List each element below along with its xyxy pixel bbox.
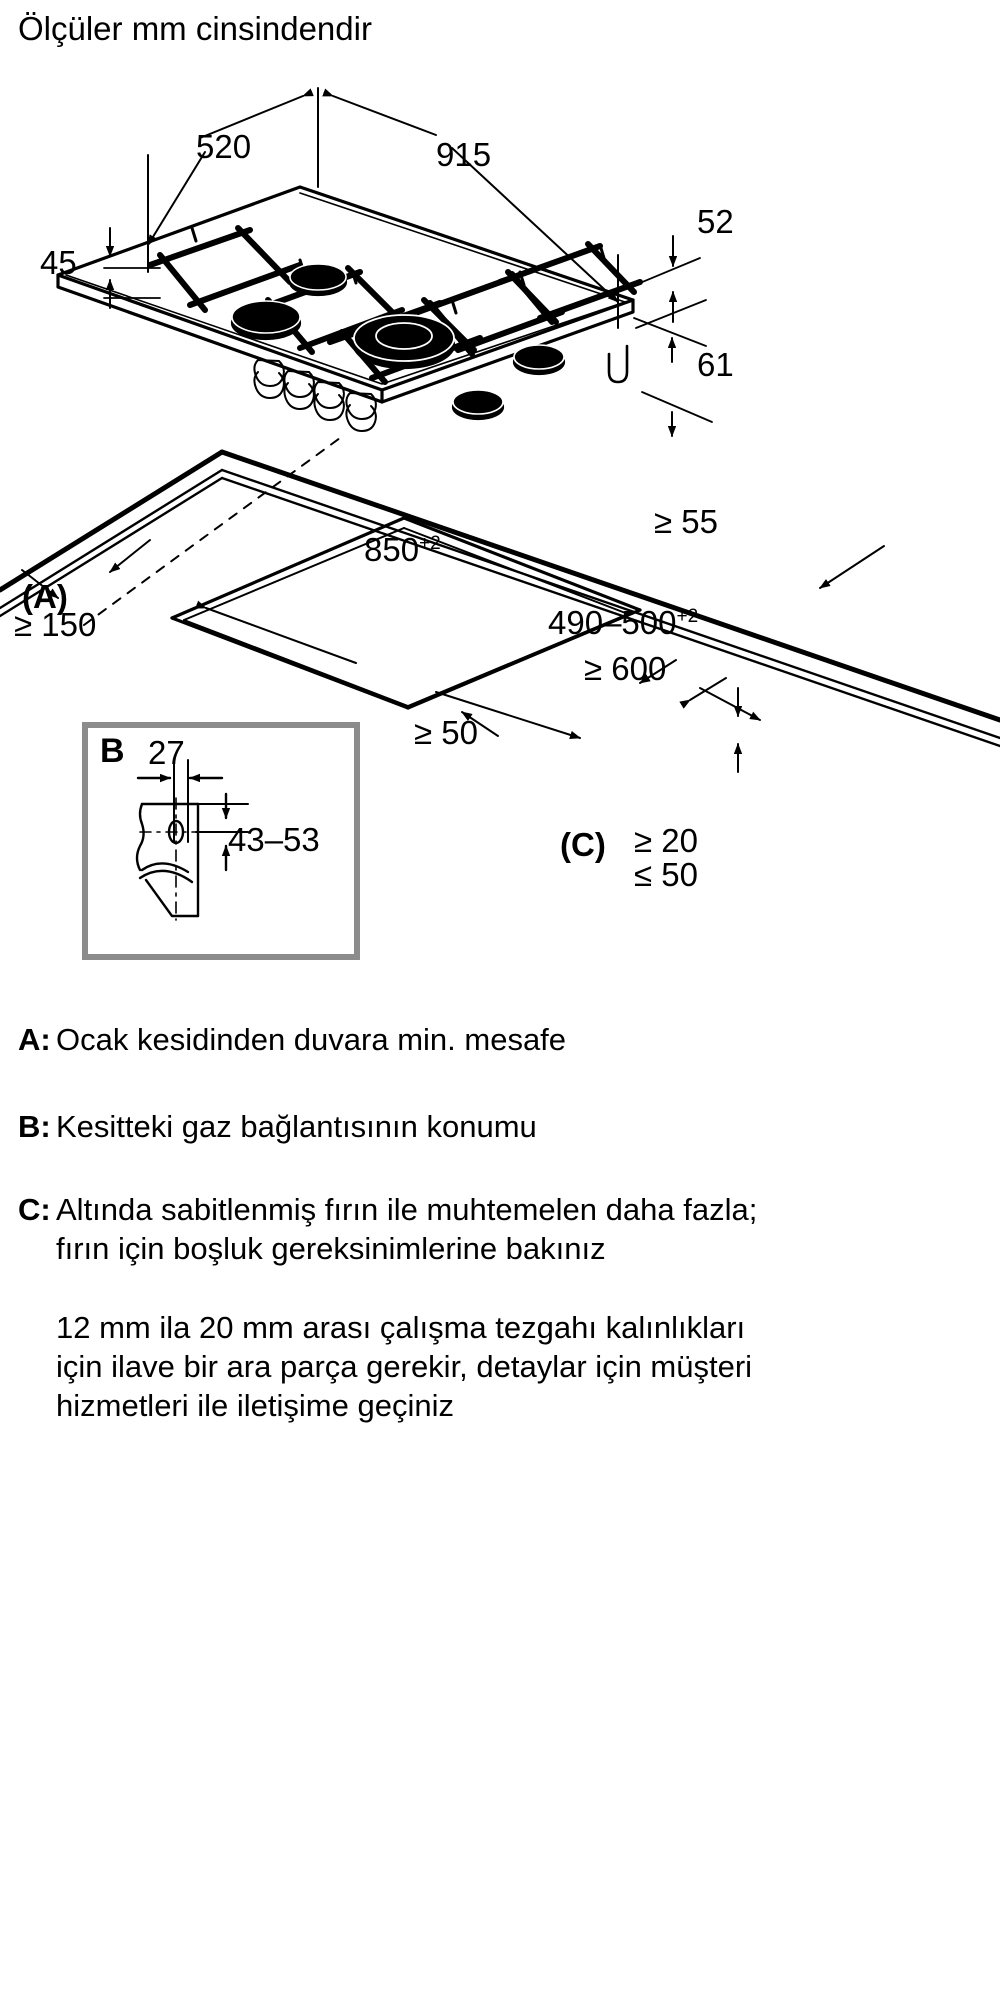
dimension-cabinet-min-600: ≥ 600 [584, 650, 667, 687]
legend-block: A: Ocak kesidinden duvara min. mesafe B:… [18, 1020, 978, 1425]
callout-label-c: (C) [560, 826, 606, 863]
dimension-b-vertical-43-53: 43–53 [228, 821, 320, 858]
legend-text-b: Kesitteki gaz bağlantısının konumu [56, 1109, 537, 1145]
dimension-worktop-max-50: ≤ 50 [634, 856, 698, 893]
legend-item-b: B: Kesitteki gaz bağlantısının konumu [18, 1107, 978, 1146]
dimension-worktop-min-20: ≥ 20 [634, 822, 698, 859]
legend-spacer-2 [18, 1146, 978, 1190]
dimension-top-52: 52 [697, 203, 734, 240]
detail-box-b-label: B [100, 732, 125, 770]
dimension-front-45: 45 [40, 244, 77, 281]
page-title: Ölçüler mm cinsindendir [18, 10, 372, 47]
cutout-width-value: 850 [364, 531, 420, 568]
cutout-depth-separator: – [603, 604, 622, 641]
cutout-depth-tolerance: +2 [676, 606, 699, 627]
dimension-b-horizontal-27: 27 [148, 734, 185, 771]
cutout-depth-max-value: 500 [621, 604, 677, 641]
dimension-cutout-depth: 490–500+2 [548, 606, 698, 639]
dimension-wall-min-150: ≥ 150 [14, 606, 97, 643]
dimension-cutout-width: 850+2 [364, 533, 441, 566]
callout-label-a: (A) [22, 578, 68, 615]
footnote-text: 12 mm ila 20 mm arası çalışma tezgahı ka… [56, 1310, 753, 1424]
legend-spacer-3 [18, 1268, 978, 1308]
hob-isometric-drawing [56, 87, 713, 437]
cutout-depth-min-value: 490 [548, 604, 604, 641]
cutout-width-tolerance: +2 [419, 533, 441, 554]
worktop-cutout-drawing [0, 437, 1000, 773]
legend-item-c: C: Altında sabitlenmiş fırın ile muhteme… [18, 1190, 758, 1268]
legend-text-a: Ocak kesidinden duvara min. mesafe [56, 1022, 567, 1057]
legend-item-a: A: Ocak kesidinden duvara min. mesafe [18, 1020, 978, 1059]
dimension-front-min-50: ≥ 50 [414, 714, 478, 751]
legend-key-c: C: [18, 1192, 51, 1228]
legend-key-a: A: [18, 1022, 51, 1057]
detail-box-b-frame [82, 722, 360, 960]
dimension-body-61: 61 [697, 346, 734, 383]
dimension-depth-520: 520 [196, 128, 252, 165]
legend-text-c: Altında sabitlenmiş fırın ile muhtemelen… [56, 1192, 758, 1267]
detail-box-b-drawing [135, 759, 249, 921]
dimension-width-915: 915 [436, 136, 492, 173]
legend-key-b: B: [18, 1109, 51, 1145]
legend-spacer-1 [18, 1059, 978, 1107]
dimension-rear-min-55: ≥ 55 [654, 503, 718, 540]
